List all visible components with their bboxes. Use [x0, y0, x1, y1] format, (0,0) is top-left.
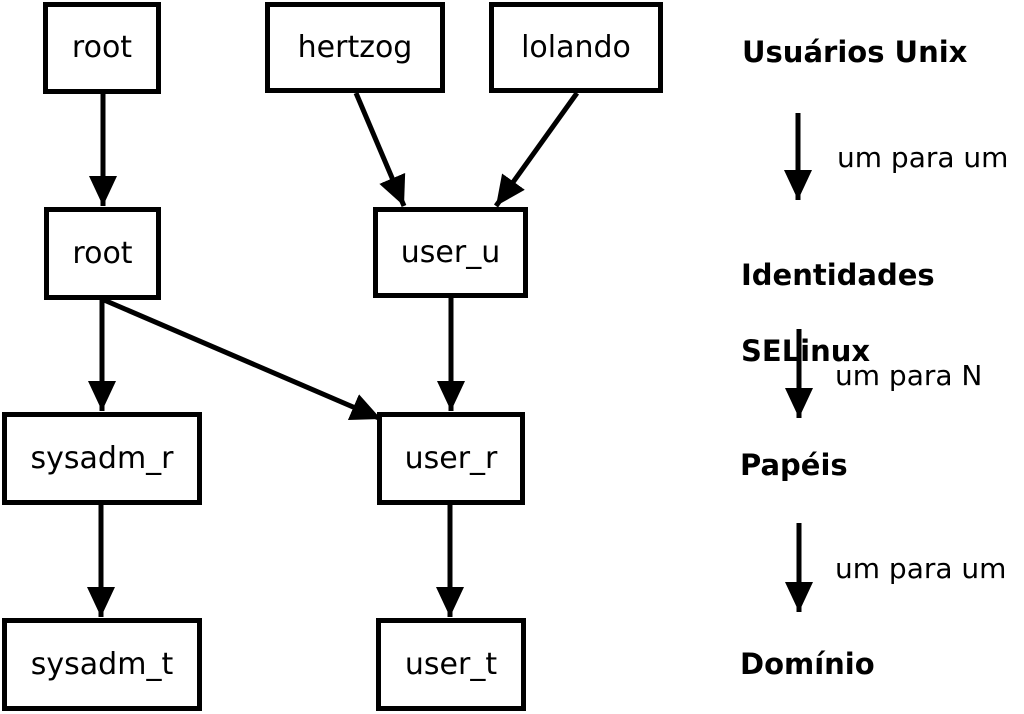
- node-root-unix-user: root: [43, 2, 161, 94]
- node-hertzog-unix-user: hertzog: [265, 2, 445, 93]
- node-sysadm-r-role: sysadm_r: [2, 412, 202, 505]
- arrow-lolando-to-user-u: [493, 91, 580, 208]
- legend-selinux-identities-line1: Identidades: [741, 258, 935, 292]
- arrow-hertzog-to-user-u: [353, 92, 407, 207]
- legend-roles-label: Papéis: [740, 448, 848, 482]
- mapping-one-to-one-label-2: um para um: [835, 552, 1007, 585]
- legend-selinux-identities-label: Identidades SELinux: [741, 218, 935, 370]
- node-sysadm-t-domain: sysadm_t: [2, 618, 202, 711]
- node-user-t-domain: user_t: [376, 618, 526, 711]
- node-lolando-unix-user: lolando: [489, 2, 663, 93]
- node-user-r-role: user_r: [377, 412, 525, 505]
- node-root-selinux-identity: root: [44, 207, 161, 300]
- legend-domain-label: Domínio: [740, 647, 875, 681]
- mapping-one-to-one-label-1: um para um: [837, 141, 1009, 174]
- arrow-root-selinux-to-user-r: [103, 297, 382, 422]
- legend-unix-users-label: Usuários Unix: [742, 35, 968, 69]
- node-user-u-selinux-identity: user_u: [373, 207, 528, 298]
- legend-selinux-identities-line2: SELinux: [741, 334, 871, 368]
- mapping-one-to-n-label: um para N: [835, 359, 983, 392]
